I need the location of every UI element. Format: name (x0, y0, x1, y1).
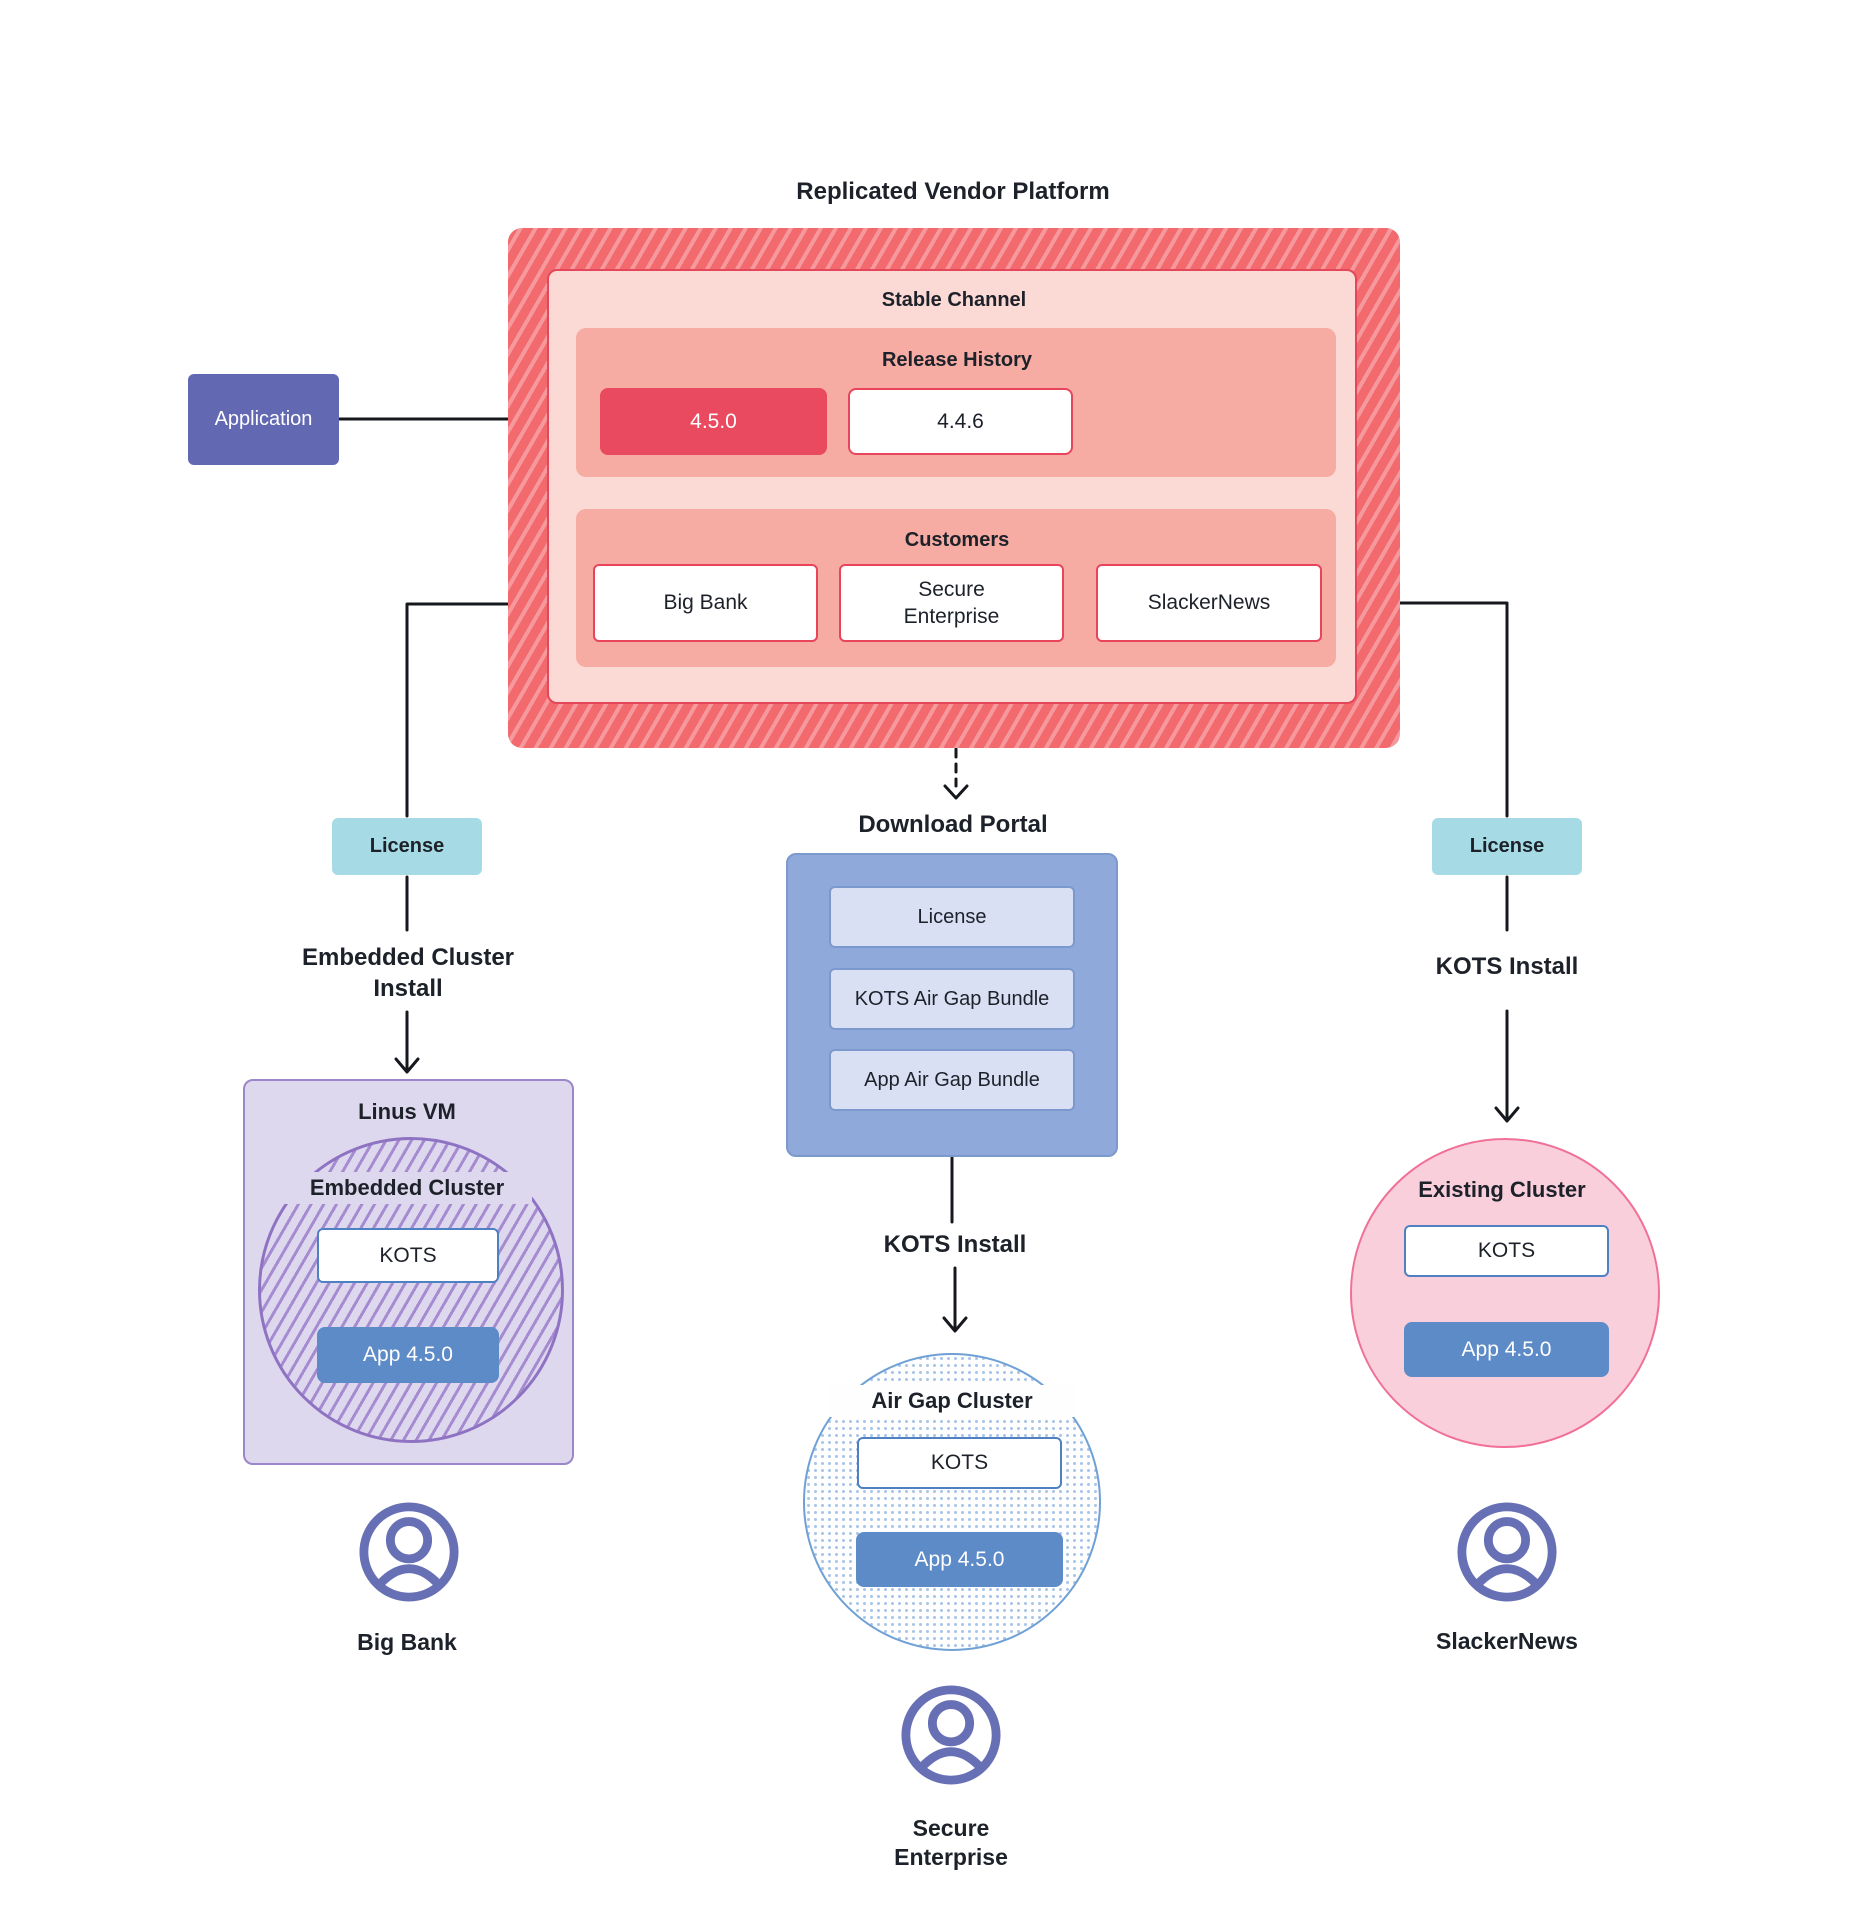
portal-kots-bundle-item: KOTS Air Gap Bundle (829, 968, 1075, 1030)
kots-install-label-center: KOTS Install (883, 1231, 1027, 1259)
embedded-cluster-install-label: Embedded Cluster Install (301, 943, 515, 1002)
kots-box-right: KOTS (1404, 1225, 1609, 1277)
air-gap-cluster-label: Air Gap Cluster (827, 1385, 1077, 1417)
arrowhead-existing (1494, 1106, 1520, 1123)
portal-license-item: License (829, 886, 1075, 948)
release-history-label: Release History (881, 348, 1033, 371)
arrowhead-portal (943, 784, 969, 800)
release-446-box: 4.4.6 (848, 388, 1073, 455)
slackernews-user-label: SlackerNews (1436, 1627, 1578, 1654)
app-box-left: App 4.5.0 (317, 1327, 499, 1383)
customer-slackernews: SlackerNews (1096, 564, 1322, 642)
portal-app-bundle-item: App Air Gap Bundle (829, 1049, 1075, 1111)
user-icon-slackernews (1457, 1502, 1557, 1602)
customers-label: Customers (904, 528, 1010, 551)
page-title: Replicated Vendor Platform (796, 178, 1110, 205)
customer-big-bank: Big Bank (593, 564, 818, 642)
big-bank-user-label: Big Bank (357, 1628, 457, 1655)
arrowhead-airgap (942, 1316, 968, 1333)
app-box-right: App 4.5.0 (1404, 1322, 1609, 1377)
linus-vm-label: Linus VM (358, 1099, 456, 1124)
application-box: Application (188, 374, 339, 465)
kots-box-center: KOTS (857, 1437, 1062, 1489)
release-450-box: 4.5.0 (600, 388, 827, 455)
secure-enterprise-user-label: Secure Enterprise (894, 1815, 1008, 1870)
user-icon-big-bank (359, 1502, 459, 1602)
arrowhead-vm (394, 1057, 420, 1074)
kots-box-left: KOTS (317, 1228, 499, 1283)
kots-install-label-right: KOTS Install (1435, 953, 1579, 981)
user-icon-secure-enterprise (901, 1685, 1001, 1785)
stable-channel-label: Stable Channel (881, 288, 1027, 311)
embedded-cluster-label: Embedded Cluster (282, 1172, 532, 1204)
license-box-right: License (1432, 818, 1582, 875)
customer-secure-enterprise: Secure Enterprise (839, 564, 1064, 642)
license-box-left: License (332, 818, 482, 875)
existing-cluster-label: Existing Cluster (1418, 1177, 1586, 1202)
download-portal-label: Download Portal (858, 811, 1048, 839)
app-box-center: App 4.5.0 (856, 1532, 1063, 1587)
existing-cluster-circle (1350, 1138, 1660, 1448)
